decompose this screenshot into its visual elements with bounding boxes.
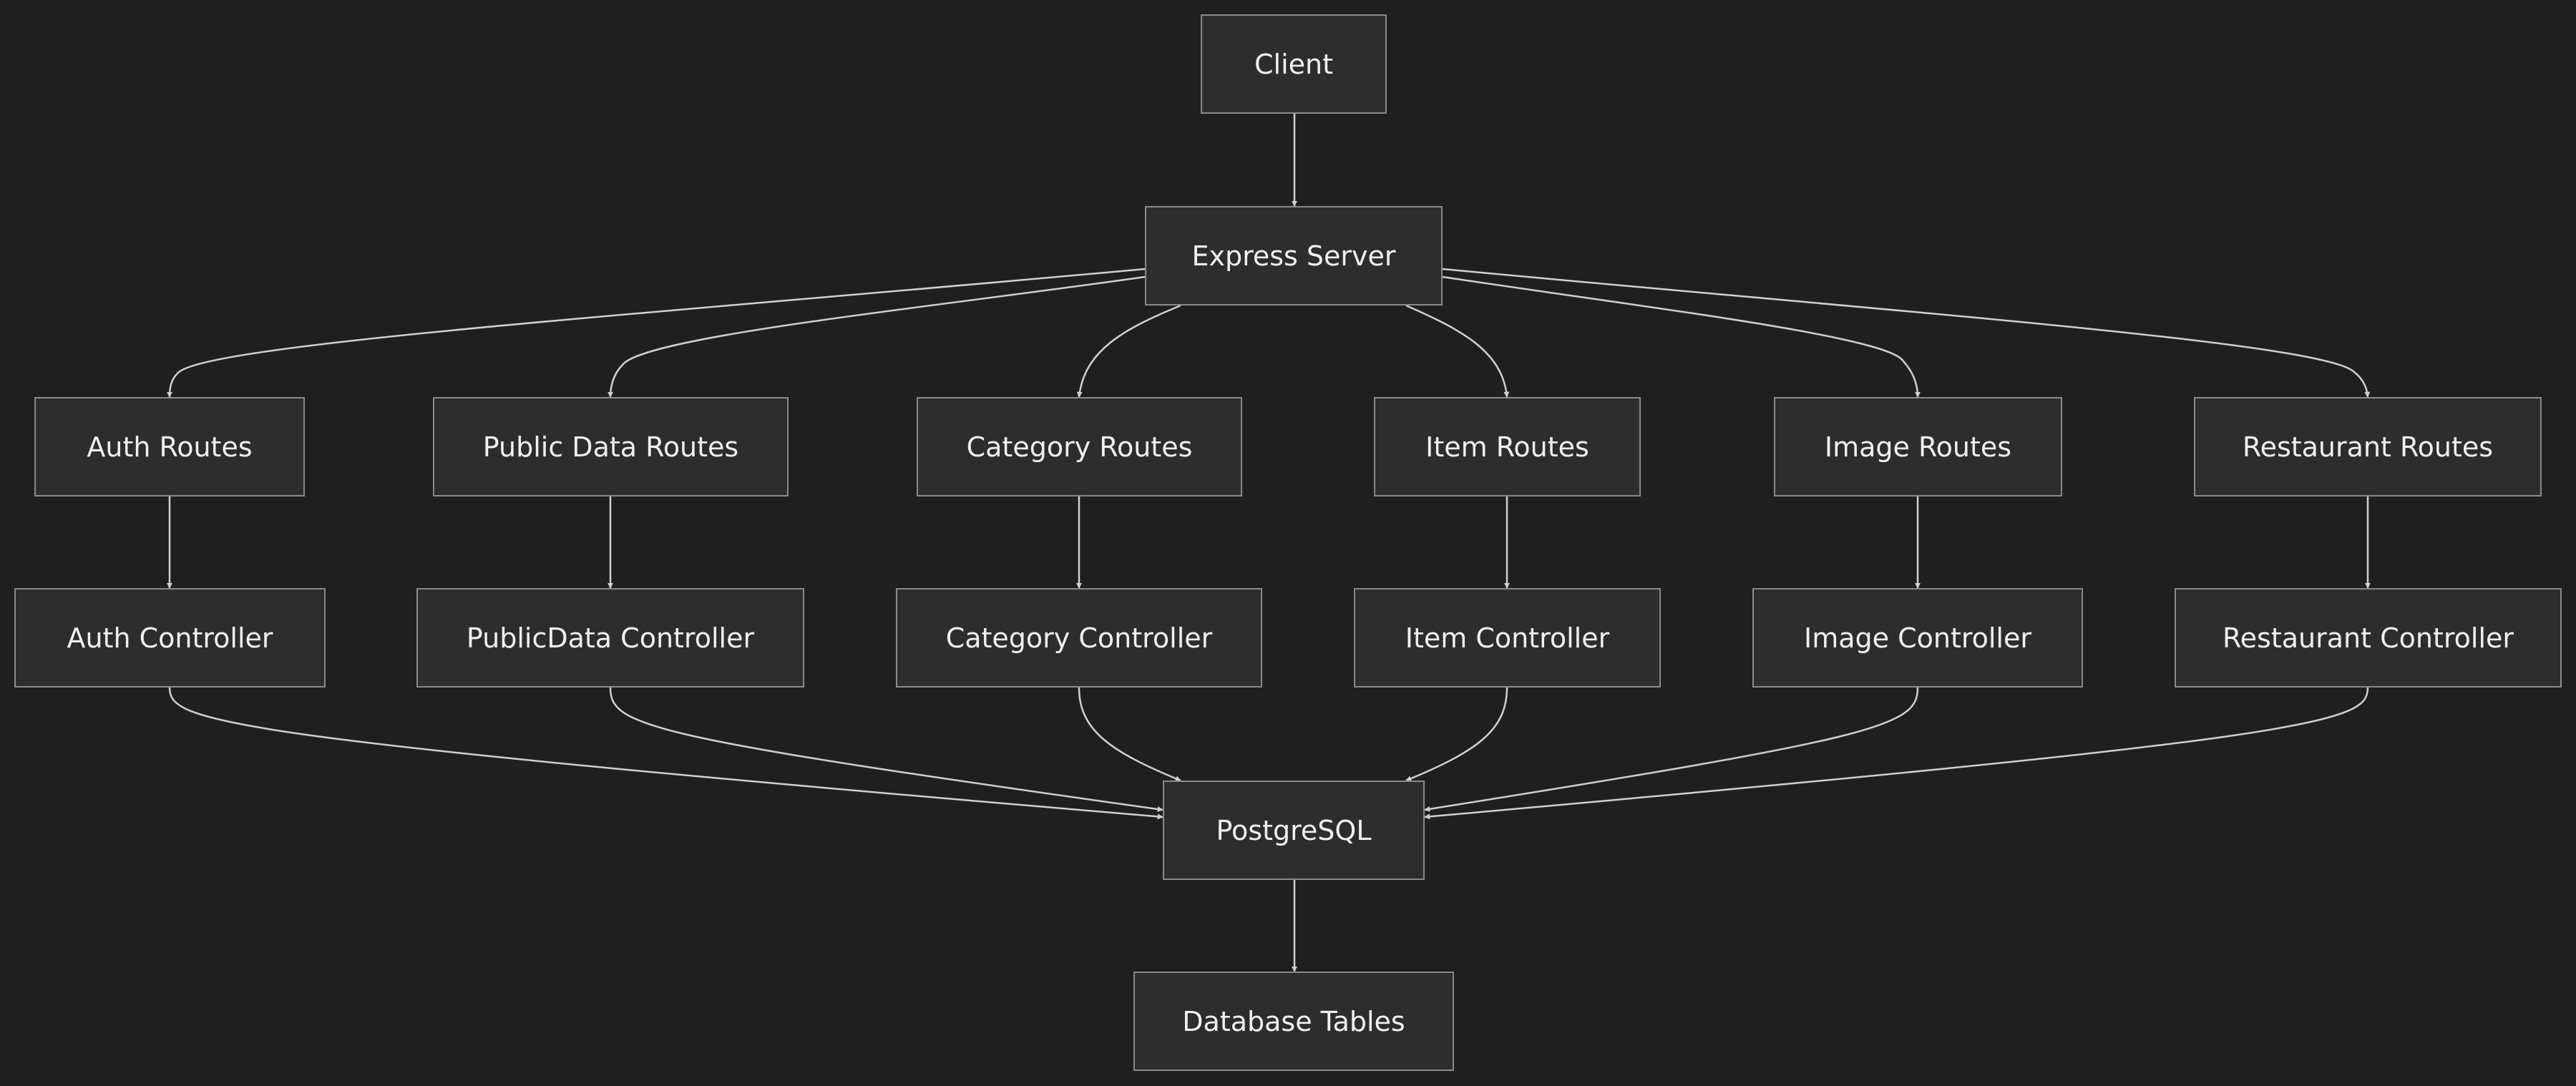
- edge-express-server-to-item-routes: [1405, 304, 1510, 398]
- edge-express-server-to-image-routes: [1442, 275, 1921, 398]
- node-auth-routes: Auth Routes: [34, 397, 305, 496]
- node-client: Client: [1201, 14, 1387, 114]
- node-category-routes: Category Routes: [917, 397, 1242, 496]
- edge-publicdata-controller-to-postgresql: [609, 687, 1163, 812]
- node-auth-controller: Auth Controller: [14, 588, 326, 688]
- node-item-controller: Item Controller: [1354, 588, 1661, 688]
- edge-express-server-to-restaurant-routes: [1442, 268, 2371, 398]
- node-restaurant-routes: Restaurant Routes: [2194, 397, 2542, 496]
- edge-auth-controller-to-postgresql: [168, 687, 1163, 820]
- node-express-server: Express Server: [1145, 206, 1443, 305]
- node-restaurant-controller: Restaurant Controller: [2175, 588, 2562, 688]
- node-publicdata-controller: PublicData Controller: [416, 588, 804, 688]
- edge-category-controller-to-postgresql: [1078, 687, 1181, 782]
- node-public-data-routes: Public Data Routes: [433, 397, 789, 496]
- edge-express-server-to-auth-routes: [167, 268, 1146, 398]
- edge-express-server-to-category-routes: [1076, 304, 1181, 398]
- node-database-tables: Database Tables: [1133, 972, 1454, 1071]
- edge-image-controller-to-postgresql: [1424, 687, 1919, 812]
- node-item-routes: Item Routes: [1374, 397, 1641, 496]
- edge-item-controller-to-postgresql: [1405, 687, 1508, 782]
- node-image-controller: Image Controller: [1752, 588, 2083, 688]
- node-category-controller: Category Controller: [896, 588, 1262, 688]
- node-image-routes: Image Routes: [1774, 397, 2062, 496]
- node-postgresql: PostgreSQL: [1163, 781, 1425, 880]
- edge-express-server-to-public-data-routes: [608, 275, 1146, 398]
- edge-restaurant-controller-to-postgresql: [1424, 687, 2369, 820]
